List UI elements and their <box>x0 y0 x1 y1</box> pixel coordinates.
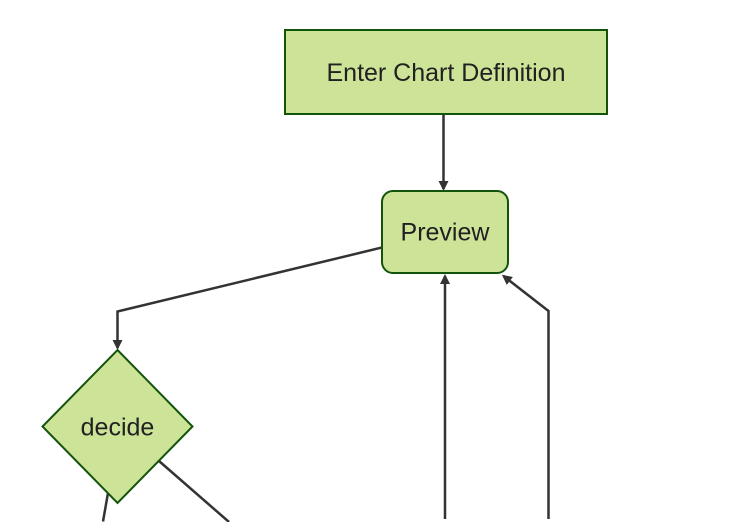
preview-box <box>381 190 509 274</box>
enter-chart-definition-box <box>284 29 608 115</box>
edge-decide-to-offscreen-right <box>158 460 230 522</box>
decide-label: decide <box>81 414 155 442</box>
node-decide: decide <box>41 348 194 505</box>
edge-preview-to-decide <box>112 246 383 350</box>
edge-decide-to-offscreen-left <box>101 492 110 522</box>
node-preview: Preview <box>381 190 509 274</box>
node-enter-chart-definition: Enter Chart Definition <box>284 29 608 115</box>
preview-label: Preview <box>401 219 491 247</box>
decide-diamond <box>41 348 194 505</box>
edge-offscreen-to-preview-elbow <box>501 274 550 519</box>
enter-chart-definition-label: Enter Chart Definition <box>326 59 565 87</box>
